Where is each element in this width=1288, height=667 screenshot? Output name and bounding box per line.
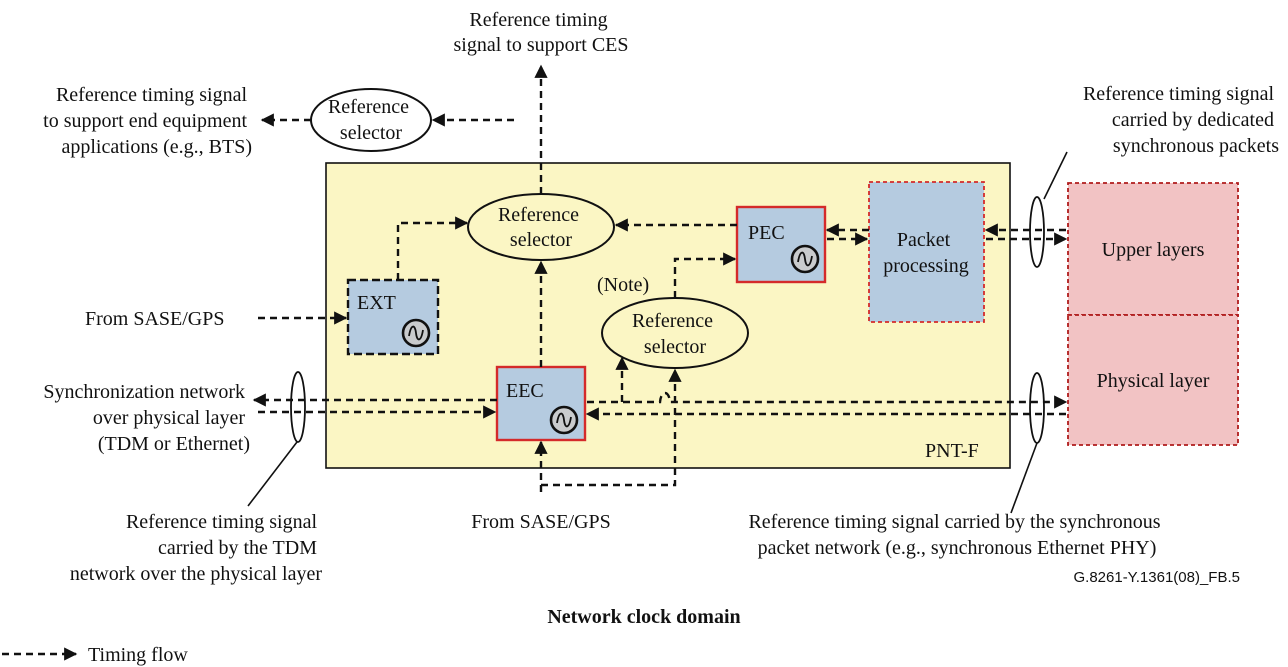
- leader-line: [247, 441, 298, 507]
- reference-selector-lower-label: Reference selector: [632, 310, 718, 358]
- reference-selector-main-label: Reference selector: [498, 204, 584, 251]
- bundle-marker-physical: [1029, 372, 1045, 444]
- note-label: (Note): [597, 274, 649, 296]
- bundle-marker-left: [290, 371, 306, 443]
- sync-packet-network-label: Reference timing signal carried by the s…: [748, 511, 1165, 559]
- leader-line: [1043, 151, 1068, 200]
- from-sase-gps-left: From SASE/GPS: [85, 308, 225, 330]
- from-sase-gps-bottom: From SASE/GPS: [471, 511, 611, 533]
- pec-label: PEC: [748, 222, 785, 244]
- dedicated-packets-label: Reference timing signal carried by dedic…: [1083, 83, 1279, 157]
- legend-label: Timing flow: [88, 644, 188, 666]
- bundle-marker-right: [1029, 196, 1045, 268]
- physical-layer-label: Physical layer: [1097, 370, 1210, 392]
- caption: Network clock domain: [547, 606, 740, 628]
- oscillator-icon: [549, 405, 579, 435]
- reference-selector-outer-label: Reference selector: [328, 96, 414, 144]
- pnt-f-label: PNT-F: [925, 440, 979, 462]
- upper-layers-box: [1067, 182, 1239, 316]
- ces-label: Reference timing signal to support CES: [453, 9, 628, 56]
- eec-label: EEC: [506, 380, 544, 402]
- oscillator-icon: [790, 244, 820, 274]
- ext-block: [346, 278, 440, 356]
- ext-label: EXT: [357, 292, 396, 314]
- packet-processing-box: [868, 181, 985, 323]
- leader-line: [1010, 442, 1038, 514]
- end-equipment-label: Reference timing signal to support end e…: [43, 84, 252, 158]
- oscillator-icon: [401, 318, 431, 348]
- physical-layer-box: [1067, 314, 1239, 446]
- figure-id: G.8261-Y.1361(08)_FB.5: [1073, 569, 1240, 586]
- upper-layers-label: Upper layers: [1102, 239, 1205, 261]
- tdm-carried-label: Reference timing signal carried by the T…: [70, 511, 322, 585]
- packet-processing-label: Packet processing: [883, 229, 969, 277]
- sync-network-label: Synchronization network over physical la…: [43, 381, 250, 455]
- timing-flows: [252, 64, 1068, 492]
